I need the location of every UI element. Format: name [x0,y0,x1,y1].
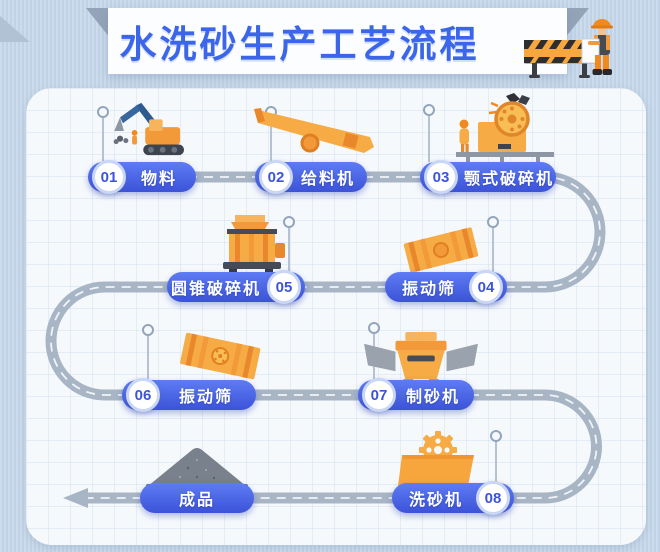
step-label: 成品 [178,492,215,509]
step-number-badge: 04 [469,270,503,304]
vibrating-screen-icon [180,332,261,380]
construction-worker-icon [581,19,613,75]
step-pill-02: 02 给料机 [255,160,367,194]
header-decoration [524,19,613,78]
step-number-badge: 06 [126,378,160,412]
step-number-badge: 01 [92,160,126,194]
barrier-icon [524,40,596,78]
pin-connector [490,430,502,483]
step-label: 给料机 [300,171,355,188]
step-label: 物料 [140,171,177,188]
step-pill-05: 05 圆锥破碎机 [167,270,305,304]
step-label: 振动筛 [178,389,233,406]
step-label: 颚式破碎机 [464,171,555,188]
pin-connector [423,104,435,162]
step-pill-04: 04 振动筛 [385,270,507,304]
step-pill-03: 03 颚式破碎机 [420,160,556,194]
pin-connector [487,216,499,272]
pin-connector [97,106,109,162]
step-label: 制砂机 [405,389,460,406]
excavator-icon [113,102,184,156]
step-number-badge: 03 [424,160,458,194]
step-number-badge: 08 [476,481,510,515]
page-title: 水洗砂生产工艺流程 [119,24,480,65]
step-label: 振动筛 [401,281,456,298]
step-pill-06: 06 振动筛 [122,378,256,412]
step-label: 圆锥破碎机 [170,281,261,298]
step-pill-01: 01 物料 [88,160,196,194]
step-number-badge: 05 [267,270,301,304]
step-number-badge: 02 [259,160,293,194]
step-pill-08: 08 洗砂机 [392,481,514,515]
step-label: 洗砂机 [408,492,463,509]
vibrating-screen-icon [403,227,479,273]
sand-maker-icon [364,331,478,385]
flow-end-arrow-icon [63,488,88,508]
sand-washer-icon [398,431,474,486]
feeder-icon [254,108,374,153]
title-banner: 水洗砂生产工艺流程 [108,8,567,74]
pin-connector [283,216,295,272]
step-pill-07: 07 制砂机 [358,378,474,412]
jaw-crusher-icon [456,93,554,168]
final-product-pill: 成品 [140,483,254,513]
step-number-badge: 07 [362,378,396,412]
pin-connector [142,324,154,380]
